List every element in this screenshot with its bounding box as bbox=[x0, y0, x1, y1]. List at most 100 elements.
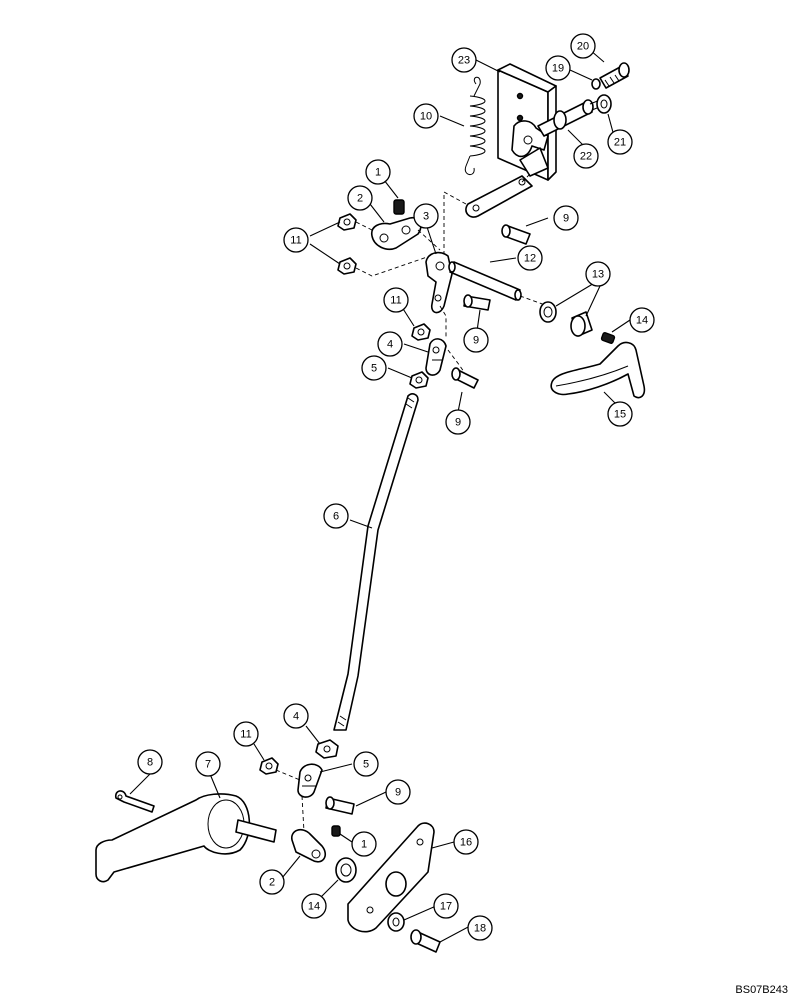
assembly-line-lower bbox=[275, 769, 305, 833]
callout-number: 8 bbox=[147, 757, 153, 769]
callout-circle bbox=[467, 915, 493, 941]
callout-number: 14 bbox=[636, 315, 648, 327]
callout-number: 2 bbox=[357, 193, 363, 205]
washer-19 bbox=[591, 78, 601, 90]
callout-circle bbox=[385, 779, 411, 805]
callout-number: 4 bbox=[293, 711, 299, 723]
assembly-line-clevis bbox=[439, 305, 465, 373]
callout-6: 6 bbox=[323, 503, 349, 529]
callout-5: 5 bbox=[361, 355, 387, 381]
callout-4: 4 bbox=[377, 331, 403, 357]
callout-number: 9 bbox=[473, 335, 479, 347]
callout-circle bbox=[545, 55, 571, 81]
bushing-14-lower bbox=[335, 857, 357, 883]
callout-number: 3 bbox=[423, 211, 429, 223]
callout-circle bbox=[585, 261, 611, 287]
callout-circle bbox=[283, 227, 309, 253]
callout-number: 5 bbox=[371, 363, 377, 375]
callout-13: 13 bbox=[585, 261, 611, 287]
callout-11: 11 bbox=[383, 287, 409, 313]
rod-12 bbox=[448, 261, 522, 301]
callout-circle bbox=[137, 749, 163, 775]
nut-11-middle bbox=[411, 323, 431, 341]
callout-circle bbox=[301, 893, 327, 919]
setscrew-1-upper bbox=[393, 199, 405, 215]
callout-22: 22 bbox=[573, 143, 599, 169]
plate-16 bbox=[347, 822, 435, 933]
callout-17: 17 bbox=[433, 893, 459, 919]
callout-circle bbox=[517, 245, 543, 271]
door-latch-block bbox=[497, 63, 557, 181]
callout-9: 9 bbox=[385, 779, 411, 805]
callout-number: 21 bbox=[614, 137, 626, 149]
callout-12: 12 bbox=[517, 245, 543, 271]
callout-circle bbox=[353, 751, 379, 777]
callout-9: 9 bbox=[445, 409, 471, 435]
callout-number: 16 bbox=[460, 837, 472, 849]
callout-circle bbox=[629, 307, 655, 333]
callout-number: 6 bbox=[333, 511, 339, 523]
callout-19: 19 bbox=[545, 55, 571, 81]
callout-4: 4 bbox=[283, 703, 309, 729]
callout-14: 14 bbox=[629, 307, 655, 333]
callout-circle bbox=[573, 143, 599, 169]
callout-circle bbox=[451, 47, 477, 73]
setscrew-1-lower bbox=[331, 825, 341, 837]
callout-number: 1 bbox=[361, 839, 367, 851]
callout-circle bbox=[607, 401, 633, 427]
callout-20: 20 bbox=[570, 33, 596, 59]
callout-15: 15 bbox=[607, 401, 633, 427]
callout-1: 1 bbox=[365, 159, 391, 185]
latch-link-arm bbox=[465, 175, 533, 218]
callout-circle bbox=[361, 355, 387, 381]
callout-number: 9 bbox=[455, 417, 461, 429]
callout-number: 14 bbox=[308, 901, 320, 913]
callout-number: 5 bbox=[363, 759, 369, 771]
bolt-9-lower-upper bbox=[451, 367, 479, 389]
callout-number: 2 bbox=[269, 877, 275, 889]
callout-2: 2 bbox=[347, 185, 373, 211]
callout-9: 9 bbox=[463, 327, 489, 353]
callout-circle bbox=[283, 703, 309, 729]
handle-15 bbox=[550, 341, 646, 399]
callout-circle bbox=[463, 327, 489, 353]
handle-7 bbox=[95, 793, 277, 883]
callout-16: 16 bbox=[453, 829, 479, 855]
lever-3 bbox=[425, 251, 453, 314]
callout-circle bbox=[413, 103, 439, 129]
callout-circle bbox=[453, 829, 479, 855]
callout-circle bbox=[351, 831, 377, 857]
washer-21 bbox=[596, 94, 612, 114]
callout-21: 21 bbox=[607, 129, 633, 155]
bolt-18 bbox=[410, 929, 441, 953]
callout-number: 20 bbox=[577, 41, 589, 53]
bolt-9-middle bbox=[463, 294, 491, 311]
callout-number: 1 bbox=[375, 167, 381, 179]
callout-number: 13 bbox=[592, 269, 604, 281]
control-rod-6 bbox=[333, 393, 419, 731]
lever-bracket-2-lower bbox=[291, 828, 327, 863]
bolt-9-lower bbox=[325, 796, 355, 815]
callout-circle bbox=[377, 331, 403, 357]
callout-3: 3 bbox=[413, 203, 439, 229]
callout-number: 18 bbox=[474, 923, 486, 935]
callout-circle bbox=[553, 205, 579, 231]
nut-11-upper-a bbox=[337, 213, 357, 231]
callout-number: 4 bbox=[387, 339, 393, 351]
clevis-4-upper bbox=[425, 338, 447, 376]
callout-number: 10 bbox=[420, 111, 432, 123]
callout-14: 14 bbox=[301, 893, 327, 919]
callout-number: 23 bbox=[458, 55, 470, 67]
setscrew-14-upper bbox=[600, 332, 616, 344]
spring-10 bbox=[464, 76, 486, 175]
callout-11: 11 bbox=[233, 721, 259, 747]
callout-9: 9 bbox=[553, 205, 579, 231]
assembly-line-bracket bbox=[355, 221, 441, 277]
callout-circle bbox=[445, 409, 471, 435]
callout-circle bbox=[433, 893, 459, 919]
callout-2: 2 bbox=[259, 869, 285, 895]
callout-circle bbox=[570, 33, 596, 59]
callout-number: 15 bbox=[614, 409, 626, 421]
callout-number: 9 bbox=[563, 213, 569, 225]
